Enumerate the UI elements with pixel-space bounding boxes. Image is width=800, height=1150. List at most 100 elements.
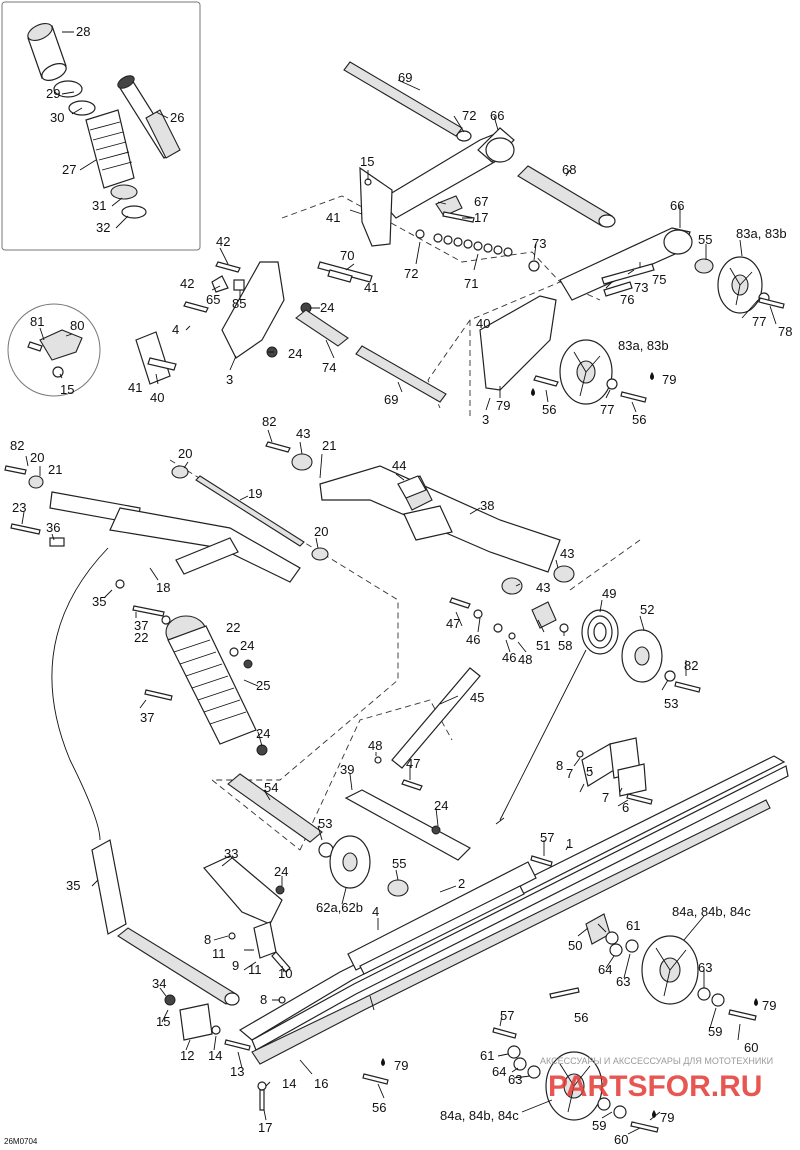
callout-label: 55 xyxy=(698,232,712,247)
bearing-63-lower xyxy=(527,1065,541,1079)
callout-label: 64 xyxy=(492,1064,506,1079)
nut-15-lower xyxy=(164,994,176,1006)
bearing-63-right xyxy=(697,987,711,1001)
callout-label: 41 xyxy=(326,210,340,225)
screw-17-lower xyxy=(259,1089,265,1111)
callout-label: 68 xyxy=(562,162,576,177)
bolt-76 xyxy=(603,281,633,297)
callout-label: 70 xyxy=(340,248,354,263)
callout-label: 25 xyxy=(256,678,270,693)
callout-label: 4 xyxy=(172,322,179,337)
slide-rail-2 xyxy=(347,861,537,975)
nut-48-b xyxy=(374,756,382,764)
callout-label: 4 xyxy=(372,904,379,919)
callout-label: 37 xyxy=(140,710,154,725)
callout-label: 56 xyxy=(574,1010,588,1025)
callout-label: 14 xyxy=(282,1076,296,1091)
callout-label: 24 xyxy=(240,638,254,653)
washer-77-lower xyxy=(606,378,618,390)
callout-label: 18 xyxy=(156,580,170,595)
callout-label: 21 xyxy=(48,462,62,477)
callout-label: 8 xyxy=(204,932,211,947)
callout-label: 50 xyxy=(568,938,582,953)
callout-label: 28 xyxy=(76,24,90,39)
callout-label: 43 xyxy=(536,580,550,595)
callout-label: 42 xyxy=(180,276,194,291)
bolt-70 xyxy=(317,261,373,283)
bushing-43-right xyxy=(553,565,575,583)
callout-label: 29 xyxy=(46,86,60,101)
bolt-57-lower xyxy=(492,1027,517,1039)
callout-label: 74 xyxy=(322,360,336,375)
callout-label: 17 xyxy=(474,210,488,225)
callout-label: 81 xyxy=(30,314,44,329)
spring-seat-29 xyxy=(53,80,83,98)
wheel-83-lower xyxy=(559,339,613,405)
callout-label: 31 xyxy=(92,198,106,213)
bolt-17-upper xyxy=(442,211,475,223)
bushing-55-lower xyxy=(387,879,409,897)
callout-label: 47 xyxy=(446,616,460,631)
slider-16 xyxy=(251,799,771,1065)
callout-label: 49 xyxy=(602,586,616,601)
lubricant-drop-icon xyxy=(381,1058,385,1066)
callout-label: 72 xyxy=(462,108,476,123)
callout-label: 56 xyxy=(372,1100,386,1115)
callout-label: 73 xyxy=(532,236,546,251)
callout-label: 46 xyxy=(502,650,516,665)
callout-label: 10 xyxy=(278,966,292,981)
callout-label: 51 xyxy=(536,638,550,653)
callout-label: 60 xyxy=(614,1132,628,1147)
nut-8-upper xyxy=(576,750,584,758)
bracket-3-left xyxy=(221,261,285,359)
callout-labels: 28 26 29 30 27 31 32 69 72 66 15 68 67 1… xyxy=(10,24,792,1147)
callout-label: 57 xyxy=(540,830,554,845)
spring-27 xyxy=(85,109,135,189)
callout-label: 79 xyxy=(496,398,510,413)
bracket-7b xyxy=(617,763,647,797)
callout-label: 9 xyxy=(232,958,239,973)
lubricant-drop-icon xyxy=(754,998,758,1006)
callout-label: 84a, 84b, 84c xyxy=(440,1108,519,1123)
callout-label: 77 xyxy=(600,402,614,417)
nut-24-e xyxy=(431,825,441,835)
bearing-63-lower-right xyxy=(597,1097,611,1111)
callout-label: 56 xyxy=(632,412,646,427)
callout-label: 78 xyxy=(778,324,792,339)
bolt-37-upper xyxy=(132,605,165,617)
bolt-42-b xyxy=(183,301,209,313)
nut-48-a xyxy=(508,632,516,640)
washer-59-upper xyxy=(711,993,725,1007)
callout-label: 40 xyxy=(476,316,490,331)
callout-label: 61 xyxy=(626,918,640,933)
bolt-56-upper-a xyxy=(533,375,559,387)
bracket-51 xyxy=(531,601,557,629)
callout-label: 53 xyxy=(318,816,332,831)
bolt-41-upper xyxy=(327,269,353,283)
bushing-9 xyxy=(253,921,277,959)
callout-label: 77 xyxy=(752,314,766,329)
bolt-42-a xyxy=(215,261,241,273)
callout-label: 79 xyxy=(662,372,676,387)
callout-label: 20 xyxy=(314,524,328,539)
callout-label: 69 xyxy=(384,392,398,407)
bolt-56-upper-b xyxy=(620,391,647,403)
wheel-84-lower xyxy=(545,1051,603,1121)
nut-24-f xyxy=(275,885,285,895)
callout-label: 82 xyxy=(684,658,698,673)
nut-24-c xyxy=(243,659,253,669)
callout-label: 69 xyxy=(398,70,412,85)
shaft-69-lower xyxy=(355,345,447,403)
bushing-43-top xyxy=(291,453,313,471)
callout-label: 8 xyxy=(260,992,267,1007)
callout-label: 52 xyxy=(640,602,654,617)
bracket-33 xyxy=(203,855,283,925)
bolt-57-upper xyxy=(530,855,553,867)
callout-label: 13 xyxy=(230,1064,244,1079)
bracket-40-left xyxy=(135,331,171,385)
link-35 xyxy=(91,839,127,935)
shock-absorber-26 xyxy=(117,75,181,159)
washer-53-right xyxy=(664,670,676,682)
callout-label: 59 xyxy=(592,1118,606,1133)
